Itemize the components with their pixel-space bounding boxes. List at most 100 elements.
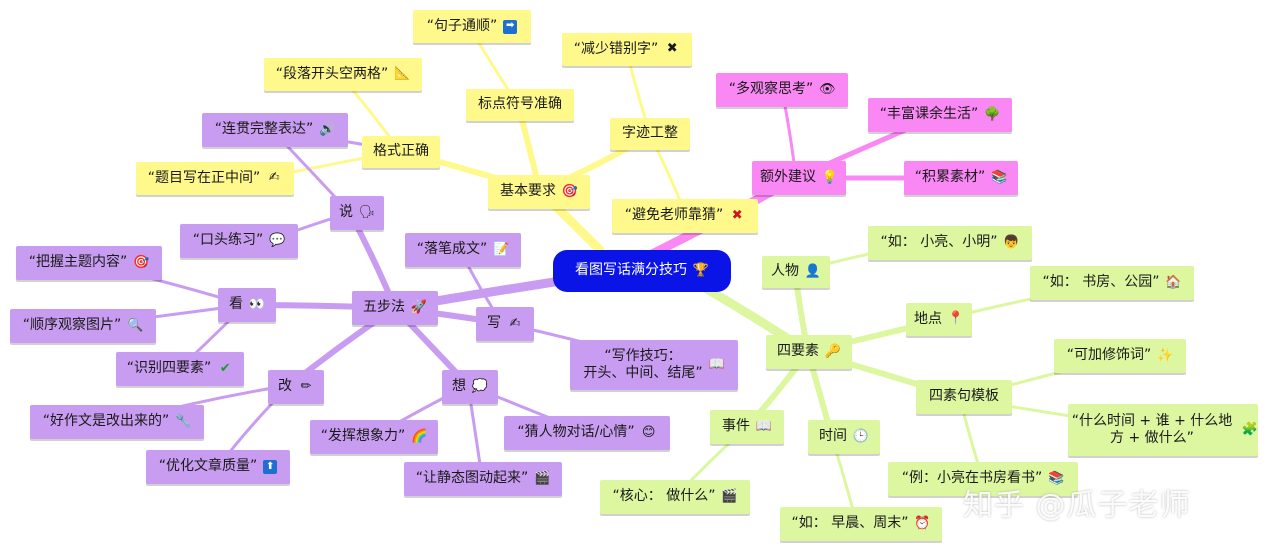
draft-node[interactable]: “落笔成文” 📝 — [405, 233, 521, 267]
punctuation-node[interactable]: 标点符号准确 — [466, 89, 574, 121]
basic-requirements-label: 基本要求 — [500, 183, 556, 200]
speech-bubble-icon: 💬 — [269, 232, 286, 248]
rocket-icon: 🚀 — [410, 299, 428, 315]
people-label: 人物 — [771, 263, 799, 280]
revise-node[interactable]: 改✏ — [268, 370, 324, 404]
coherent-node[interactable]: “连贯完整表达”🔊 — [202, 113, 348, 147]
five-steps-node[interactable]: 五步法 🚀 — [352, 291, 438, 325]
people-example-node[interactable]: “如： 小亮、小明” 👦 — [868, 226, 1032, 260]
observe-think-label: “多观察思考” — [728, 81, 814, 98]
formula-node[interactable]: “什么时间 + 谁 + 什么地方 + 做什么”🧩 — [1068, 404, 1258, 456]
writing-hand-icon: ✍ — [509, 315, 521, 331]
writing-skill-node[interactable]: “写作技巧： 开头、中间、结尾” 📖 — [570, 340, 738, 390]
writing-skill-label: “写作技巧： 开头、中间、结尾” — [583, 347, 703, 382]
avoid-guess-node[interactable]: “避免老师靠猜”✖ — [612, 199, 758, 233]
format-correct-node[interactable]: 格式正确 — [362, 136, 440, 168]
watermark: 知乎 @瓜子老师 — [963, 488, 1191, 523]
center-topic-label: 看图写话满分技巧 — [575, 262, 687, 279]
time-node[interactable]: 时间 🕒 — [808, 420, 880, 454]
magnifier-icon: 🔍 — [127, 317, 144, 333]
place-node[interactable]: 地点📍 — [906, 303, 972, 336]
basic-requirements-node[interactable]: 基本要求 🎯 — [488, 175, 590, 209]
grasp-theme-node[interactable]: “把握主题内容”🎯 — [16, 246, 162, 280]
template-example-node[interactable]: “例：小亮在书房看书”📚 — [888, 462, 1078, 496]
animate-picture-node[interactable]: “让静态图动起来” 🎬 — [404, 462, 562, 496]
oral-practice-label: “口头练习” — [192, 232, 264, 249]
reduce-typo-node[interactable]: “减少错别字”✖ — [562, 33, 692, 66]
extra-suggestions-label: 额外建议 — [760, 169, 816, 186]
imagination-node[interactable]: “发挥想象力”🌈 — [310, 420, 438, 454]
open-book-icon: 📖 — [755, 418, 773, 434]
look-node[interactable]: 看👀 — [218, 288, 276, 322]
title-center-label: “题目写在正中间” — [147, 169, 261, 186]
paragraph-indent-node[interactable]: “段落开头空两格”📐 — [264, 58, 422, 91]
identify-elements-node[interactable]: “识别四要素” ✔ — [116, 352, 244, 386]
guess-dialogue-node[interactable]: “猜人物对话/心情”😊 — [504, 416, 670, 450]
four-elements-label: 四要素 — [777, 343, 819, 360]
clock-icon: 🕒 — [852, 428, 870, 444]
fluent-sentence-node[interactable]: “句子通顺”➡ — [413, 10, 531, 43]
think-node[interactable]: 想💭 — [442, 370, 498, 404]
center-topic[interactable]: 看图写话满分技巧 🏆 — [553, 250, 731, 292]
extra-suggestions-node[interactable]: 额外建议 💡 — [752, 161, 846, 195]
tree-icon: 🌳 — [984, 106, 1001, 122]
template-example-label: “例：小亮在书房看书” — [901, 470, 1043, 487]
five-steps-label: 五步法 — [363, 299, 405, 316]
thought-bubble-icon: 💭 — [471, 378, 489, 394]
lightbulb-icon: 💡 — [821, 169, 839, 185]
boy-face-icon: 👦 — [1003, 234, 1020, 250]
wrench-icon: 🔧 — [175, 413, 192, 429]
rich-life-label: “丰富课余生活” — [879, 106, 979, 123]
write-node[interactable]: 写✍ — [476, 307, 534, 341]
key-icon: 🔑 — [824, 343, 842, 359]
people-example-label: “如： 小亮、小明” — [880, 234, 998, 251]
punctuation-label: 标点符号准确 — [478, 96, 562, 113]
revise-label: 改 — [278, 378, 292, 395]
four-elements-node[interactable]: 四要素 🔑 — [766, 335, 852, 369]
target-icon: 🎯 — [561, 183, 579, 199]
red-x-icon: ✖ — [731, 207, 743, 223]
rich-life-node[interactable]: “丰富课余生活” 🌳 — [868, 98, 1012, 132]
good-essay-node[interactable]: “好作文是改出来的”🔧 — [30, 405, 204, 439]
puzzle-icon: 🧩 — [1241, 421, 1259, 437]
alarm-clock-icon: ⏰ — [914, 515, 931, 531]
time-example-node[interactable]: “如： 早晨、周末”⏰ — [780, 507, 942, 541]
say-label: 说 — [339, 204, 353, 221]
check-icon: ✔ — [219, 360, 231, 376]
oral-practice-node[interactable]: “口头练习” 💬 — [180, 224, 298, 258]
trophy-icon: 🏆 — [692, 262, 710, 278]
collect-material-node[interactable]: “积累素材”📚 — [904, 161, 1018, 195]
clapper-icon: 🎬 — [721, 488, 738, 504]
clapper-icon: 🎬 — [534, 470, 551, 486]
observe-think-node[interactable]: “多观察思考” 👁 — [716, 73, 848, 107]
eyes-icon: 👀 — [248, 296, 266, 312]
memo-icon: 📝 — [493, 241, 510, 257]
identify-elements-label: “识别四要素” — [126, 360, 212, 377]
open-book-icon: 📖 — [708, 356, 725, 372]
think-label: 想 — [452, 378, 466, 395]
sparkle-icon: ✨ — [1157, 347, 1174, 363]
time-label: 时间 — [819, 428, 847, 445]
reduce-typo-label: “减少错别字” — [573, 40, 659, 57]
title-center-node[interactable]: “题目写在正中间” ✍ — [136, 162, 294, 195]
place-example-node[interactable]: “如： 书房、公园”🏠 — [1030, 266, 1194, 300]
eye-icon: 👁 — [819, 81, 836, 97]
sentence-template-label: 四素句模板 — [929, 388, 999, 405]
event-node[interactable]: 事件📖 — [710, 410, 784, 444]
add-modifier-node[interactable]: “可加修饰词”✨ — [1054, 339, 1186, 373]
event-example-node[interactable]: “核心： 做什么” 🎬 — [600, 480, 750, 514]
writing-hand-icon: ✍ — [268, 170, 280, 186]
event-example-label: “核心： 做什么” — [612, 488, 716, 505]
people-node[interactable]: 人物👤 — [762, 256, 830, 288]
sentence-template-node[interactable]: 四素句模板 — [916, 380, 1012, 414]
imagination-label: “发挥想象力” — [320, 428, 406, 445]
observe-order-node[interactable]: “顺序观察图片”🔍 — [10, 309, 156, 343]
grasp-theme-label: “把握主题内容” — [28, 254, 128, 271]
optimize-quality-node[interactable]: “优化文章质量”⬆ — [146, 450, 290, 484]
draft-label: “落笔成文” — [416, 241, 488, 258]
animate-picture-label: “让静态图动起来” — [415, 470, 529, 487]
say-node[interactable]: 说🗣 — [330, 196, 384, 230]
coherent-label: “连贯完整表达” — [214, 121, 314, 138]
handwriting-node[interactable]: 字迹工整 — [610, 118, 690, 150]
pin-icon: 📍 — [947, 311, 965, 327]
